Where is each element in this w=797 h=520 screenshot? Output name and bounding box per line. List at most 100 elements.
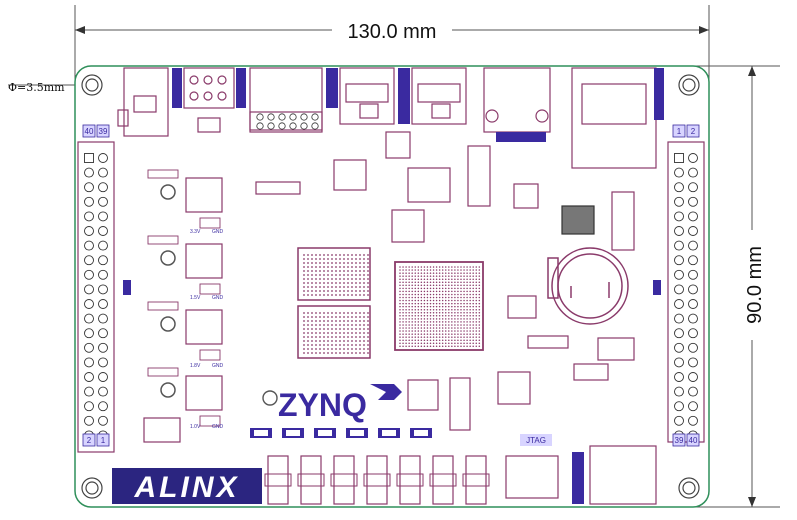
bga-ball — [475, 318, 477, 320]
bga-ball — [343, 336, 345, 338]
bga-ball — [363, 348, 365, 350]
bga-ball — [399, 281, 401, 283]
bga-ball — [402, 342, 404, 344]
bga-ball — [399, 333, 401, 335]
bga-ball — [351, 344, 353, 346]
bga-ball — [478, 324, 481, 326]
bga-ball — [307, 282, 309, 284]
bga-ball — [408, 278, 410, 280]
bga-ball — [423, 315, 426, 317]
bga-ball — [414, 293, 416, 296]
bga-ball — [414, 287, 416, 290]
bga-ball — [417, 299, 420, 302]
bga-ball — [441, 275, 444, 277]
bga-ball — [435, 287, 438, 290]
bga-ball — [335, 352, 337, 354]
bga-ball — [463, 305, 465, 308]
bga-ball — [472, 269, 474, 271]
bga-ball — [417, 342, 420, 344]
bga-ball — [472, 308, 474, 311]
bga-ball — [315, 328, 317, 330]
bga-ball — [420, 296, 423, 299]
bga-ball — [460, 299, 462, 302]
bga-ball — [478, 272, 481, 274]
bga-ball — [475, 333, 477, 335]
bga-ball — [315, 282, 317, 284]
bga-ball — [399, 269, 401, 271]
bga-ball — [363, 328, 365, 330]
bga-ball — [359, 266, 361, 268]
bga-ball — [303, 348, 305, 350]
bga-ball — [402, 312, 404, 314]
bga-ball — [339, 286, 341, 288]
bga-ball — [454, 308, 456, 311]
bga-ball — [466, 275, 468, 277]
header-pin — [688, 226, 698, 236]
bga-ball — [323, 344, 325, 346]
voltage-label-1: 3.3V — [190, 229, 201, 235]
bga-ball — [411, 281, 413, 283]
bga-ball — [429, 342, 432, 344]
bga-ball — [469, 302, 471, 305]
bga-ball — [478, 302, 481, 305]
bga-ball — [451, 330, 453, 332]
bga-ball — [472, 281, 474, 283]
bga-ball — [402, 321, 404, 323]
led-pair — [385, 131, 411, 159]
header-pin — [84, 196, 94, 207]
bga-ball — [454, 278, 456, 280]
bga-ball — [402, 308, 404, 311]
bga-ball — [319, 312, 321, 314]
bga-ball — [451, 321, 453, 323]
bga-ball — [351, 254, 353, 256]
bga-ball — [423, 296, 426, 299]
width-label-bg — [332, 16, 452, 44]
bga-ball — [475, 342, 477, 344]
top-connectors — [117, 67, 664, 169]
bga-ball — [448, 281, 450, 283]
bga-ball — [327, 328, 329, 330]
bga-ball — [405, 290, 407, 293]
ddr-memory-lower — [297, 305, 371, 359]
bga-ball — [478, 333, 481, 335]
bga-ball — [405, 327, 407, 329]
bga-ball — [451, 318, 453, 320]
bga-ball — [441, 345, 444, 348]
bga-ball — [327, 344, 329, 346]
bga-ball — [445, 269, 447, 271]
bga-ball — [457, 272, 459, 274]
bga-ball — [417, 305, 420, 308]
bga-ball — [339, 274, 341, 276]
bga-ball — [460, 324, 462, 326]
bga-ball — [472, 318, 474, 320]
bga-ball — [335, 340, 337, 342]
bga-ball — [420, 275, 423, 277]
bga-ball — [451, 302, 453, 305]
bga-ball — [367, 262, 369, 264]
regulator-capacitor — [147, 367, 179, 377]
bga-ball — [448, 305, 450, 308]
bga-ball — [463, 318, 465, 320]
bga-ball — [351, 282, 353, 284]
bga-ball — [460, 318, 462, 320]
bga-ball — [426, 315, 429, 317]
bga-ball — [402, 296, 404, 299]
bga-ball — [423, 336, 426, 338]
bga-ball — [363, 294, 365, 296]
bga-ball — [426, 269, 429, 271]
bga-ball — [323, 270, 325, 272]
bga-ball — [408, 305, 410, 308]
bga-ball — [469, 336, 471, 338]
bga-ball — [466, 278, 468, 280]
bga-ball — [460, 321, 462, 323]
voltage-label-6: GND — [212, 363, 224, 369]
bga-ball — [311, 270, 313, 272]
bga-ball — [445, 312, 447, 314]
bga-ball — [402, 336, 404, 338]
bga-ball — [460, 290, 462, 293]
bga-ball — [367, 340, 369, 342]
bga-ball — [420, 318, 423, 320]
bga-ball — [414, 296, 416, 299]
bga-ball — [432, 315, 435, 317]
bga-ball — [466, 336, 468, 338]
